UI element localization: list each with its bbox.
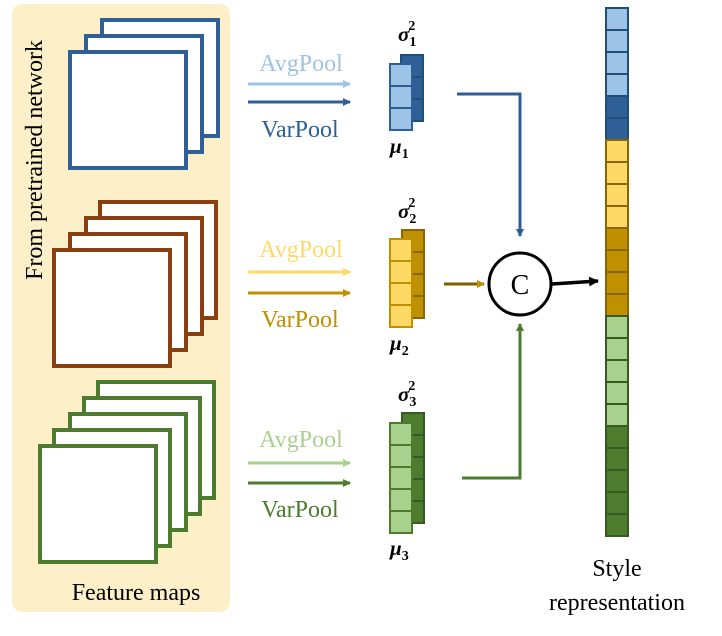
output-label-line2: representation [549,590,685,616]
avgpool-label-2: AvgPool [259,237,343,263]
mu-label-3: μ3 [389,536,409,564]
style-segment-gold [605,139,629,317]
avgpool-label-3: AvgPool [259,427,343,453]
mu-label-2: μ2 [389,331,409,359]
mu-vector-3 [389,422,413,534]
connector-1 [457,92,524,237]
style-segment-green [605,315,629,537]
mu-label-1: μ1 [389,134,409,162]
varpool-label-2: VarPool [261,307,339,333]
avgpool-label-1: AvgPool [259,51,343,77]
sigma-label-1: σ12 [398,19,416,50]
sigma-label-2: σ22 [398,196,416,227]
style-segment-blue [605,7,629,141]
feature-maps-blue [68,18,220,170]
concat-output-arrow [551,276,599,287]
mu-vector-1 [389,63,413,131]
connector-3 [462,323,524,480]
sigma-label-3: σ32 [398,379,416,410]
panel-bottom-label: Feature maps [72,580,201,606]
concat-symbol: C [511,270,530,301]
varpool-label-1: VarPool [261,117,339,143]
varpool-label-3: VarPool [261,497,339,523]
feature-maps-green [38,380,216,564]
mu-vector-2 [389,238,413,328]
style-representation-vector [605,7,629,537]
output-label-line1: Style [592,556,641,582]
panel-side-label: From pretrained network [22,40,48,280]
concat-node [487,251,553,317]
feature-maps-orange [52,200,218,368]
